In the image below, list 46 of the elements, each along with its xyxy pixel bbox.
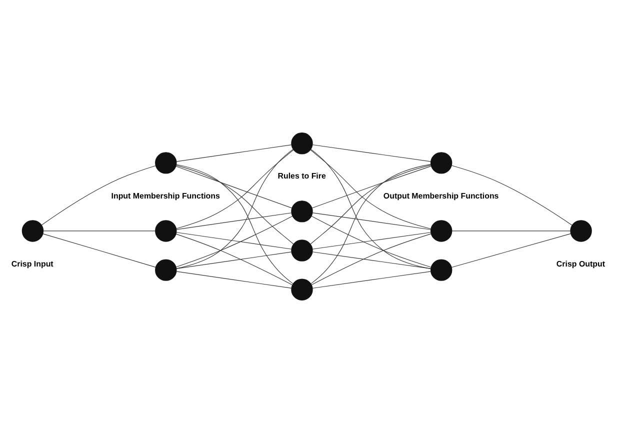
node-circle xyxy=(430,258,452,280)
connector xyxy=(176,149,294,228)
connector xyxy=(310,164,432,284)
connector xyxy=(312,212,432,230)
node-circle xyxy=(155,220,177,242)
connector xyxy=(176,148,294,268)
connector xyxy=(176,164,294,244)
connector xyxy=(41,164,156,225)
node-circle xyxy=(291,239,313,261)
node-circle xyxy=(430,220,452,242)
connector xyxy=(451,164,572,226)
connector xyxy=(176,232,292,249)
connector xyxy=(176,212,292,230)
connector xyxy=(312,144,432,162)
node-circle xyxy=(155,258,177,280)
connector xyxy=(312,165,432,208)
connector xyxy=(310,148,432,268)
connector xyxy=(176,164,294,284)
node-circle xyxy=(291,200,313,222)
connector xyxy=(176,270,292,288)
node-circle xyxy=(22,220,44,242)
node-label: Output Membership Functions xyxy=(383,190,499,200)
connector xyxy=(43,230,156,231)
node-circle xyxy=(291,278,313,300)
connector xyxy=(176,215,293,267)
node-circle xyxy=(291,132,313,154)
connector xyxy=(452,230,571,231)
connector xyxy=(451,232,572,268)
node-label: Crisp Output xyxy=(556,258,606,268)
connector xyxy=(42,233,156,267)
connector xyxy=(311,233,432,285)
connector xyxy=(311,215,432,268)
node-circle xyxy=(570,220,592,242)
connector xyxy=(310,149,432,229)
connector xyxy=(176,233,293,285)
connector xyxy=(176,251,292,268)
node-label: Input Membership Functions xyxy=(111,190,220,200)
node-circle xyxy=(430,152,452,174)
connector xyxy=(312,232,432,249)
connector xyxy=(312,270,432,288)
node-circle xyxy=(155,152,177,174)
node-label: Rules to Fire xyxy=(278,171,326,180)
connector xyxy=(176,144,292,162)
connector xyxy=(310,164,432,244)
node-label: Crisp Input xyxy=(11,258,54,268)
connector xyxy=(176,165,292,208)
